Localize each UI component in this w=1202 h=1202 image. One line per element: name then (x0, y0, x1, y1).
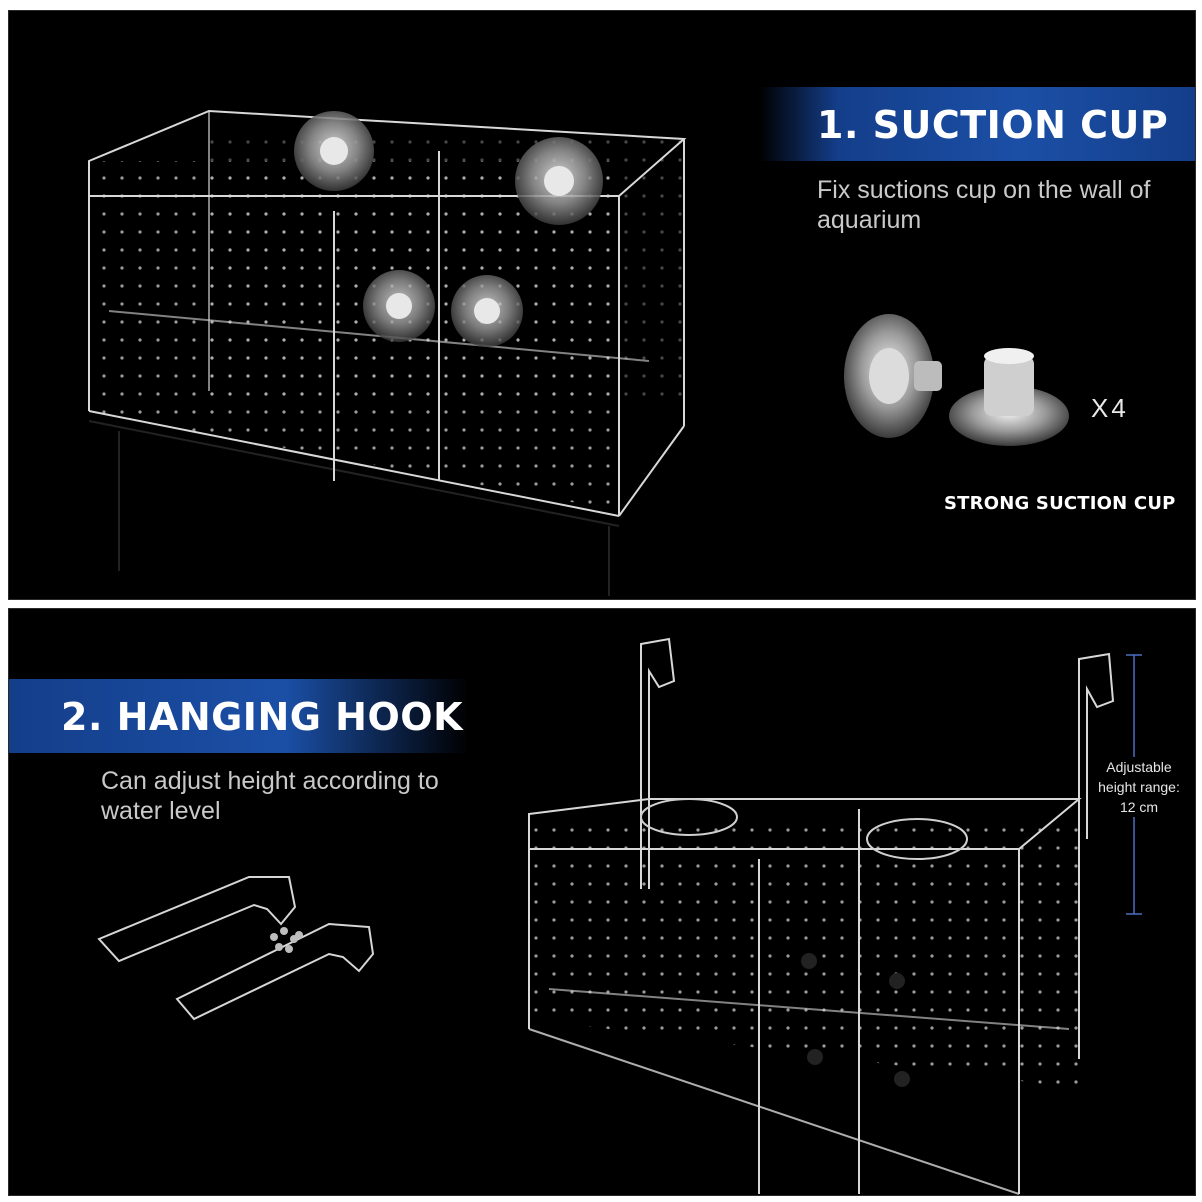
suction-cup-pair (844, 314, 1069, 446)
adjustable-height-label: Adjustable height range: 12 cm (1091, 757, 1187, 817)
isolation-box-with-suction-cups-image (88, 109, 1069, 596)
section-title: 2. HANGING HOOK (61, 695, 464, 739)
section-title: 1. SUCTION CUP (817, 103, 1169, 147)
product-caption: STRONG SUCTION CUP (944, 493, 1176, 514)
loose-hooks (97, 876, 375, 1021)
suction-cup-panel: 1. SUCTION CUP Fix suctions cup on the w… (8, 10, 1196, 600)
quantity-label: X4 (1091, 393, 1129, 423)
section-description: Fix suctions cup on the wall of aquarium (817, 176, 1151, 234)
section-banner (9, 679, 469, 753)
section-banner (759, 87, 1195, 161)
hanging-hook-panel: 2. HANGING HOOK Can adjust height accord… (8, 608, 1196, 1196)
isolation-box-with-hooks-image (97, 637, 1142, 1195)
section-description: Can adjust height according to water lev… (101, 767, 439, 825)
